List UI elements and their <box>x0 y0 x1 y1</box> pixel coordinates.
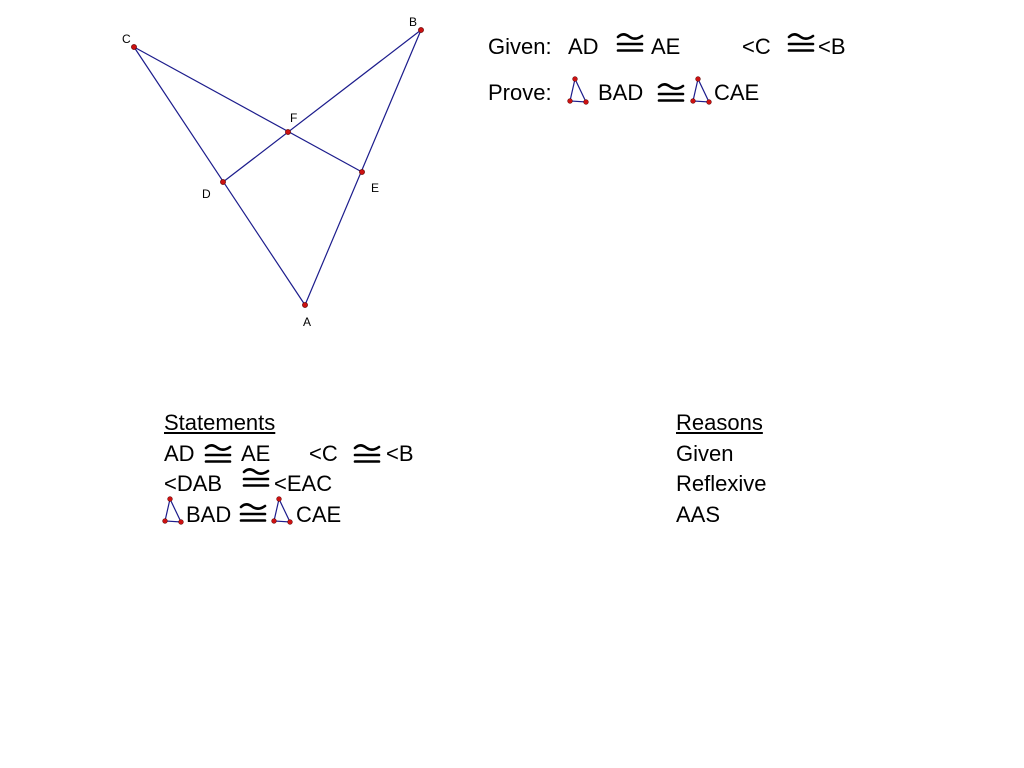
statements-header: Statements <box>164 410 276 435</box>
given-segment-2: AE <box>651 34 681 59</box>
row1-angle-2: <B <box>386 441 414 466</box>
point-f <box>285 129 291 135</box>
prove-triangle-2: CAE <box>714 80 760 105</box>
row1-angle-1: <C <box>309 441 338 466</box>
figure-points <box>131 27 424 308</box>
point-label-d: D <box>202 187 211 201</box>
point-label-b: B <box>409 15 417 29</box>
row1-segment-1: AD <box>164 441 195 466</box>
point-label-a: A <box>303 315 311 329</box>
point-c <box>131 44 137 50</box>
congruent-icon <box>786 31 816 55</box>
triangle-icon <box>689 75 713 105</box>
congruent-icon <box>238 501 268 525</box>
point-d <box>220 179 226 185</box>
point-e <box>359 169 365 175</box>
point-label-f: F <box>290 111 297 125</box>
point-a <box>302 302 308 308</box>
triangle-icon <box>270 495 294 525</box>
given-angle-2: <B <box>818 34 846 59</box>
congruent-icon <box>656 81 686 105</box>
row1-segment-2: AE <box>241 441 271 466</box>
figure-labels: A B C D E F <box>122 15 417 329</box>
congruent-icon <box>352 442 382 466</box>
row3-reason: AAS <box>676 502 721 527</box>
reasons-header: Reasons <box>676 410 763 435</box>
point-b <box>418 27 424 33</box>
segment-b-a <box>304 29 422 306</box>
prove-triangle-1: BAD <box>598 80 644 105</box>
row2-reason: Reflexive <box>676 471 767 496</box>
row3-triangle-2: CAE <box>296 502 342 527</box>
triangle-icon <box>161 495 185 525</box>
figure-segments <box>133 29 422 306</box>
congruent-icon <box>203 442 233 466</box>
segment-b-d <box>222 29 422 183</box>
row3-triangle-1: BAD <box>186 502 232 527</box>
row1-reason: Given <box>676 441 734 466</box>
congruent-icon <box>615 31 645 55</box>
row2-angle-1: <DAB <box>164 471 223 496</box>
congruent-icon <box>241 466 271 490</box>
triangle-icon <box>566 75 590 105</box>
prove-prefix: Prove: <box>488 80 552 105</box>
given-segment-1: AD <box>568 34 599 59</box>
point-label-e: E <box>371 181 379 195</box>
row2-angle-2: <EAC <box>274 471 333 496</box>
given-prefix: Given: <box>488 34 552 59</box>
point-label-c: C <box>122 32 131 46</box>
segment-c-e <box>133 46 363 173</box>
given-angle-1: <C <box>742 34 771 59</box>
segment-c-a <box>133 46 306 306</box>
